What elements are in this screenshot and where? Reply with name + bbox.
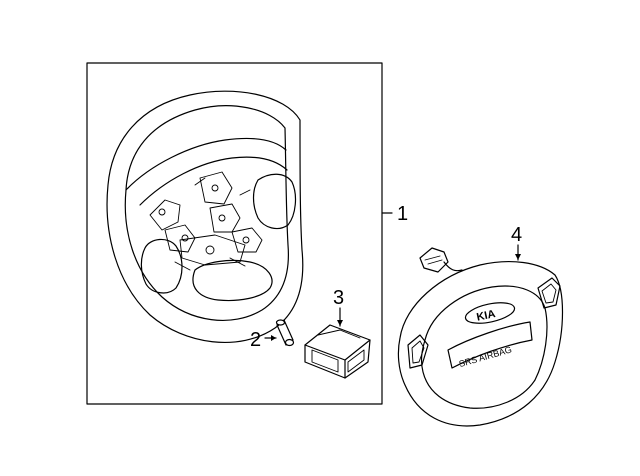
callout-4-arrow (515, 254, 521, 260)
callout-4-label: 4 (511, 224, 522, 246)
steering-wheel (106, 90, 304, 344)
callout-2-arrow (271, 335, 276, 341)
callout-3-label: 3 (333, 287, 344, 309)
callout-3-arrow (337, 320, 343, 326)
airbag-badge: KIA (475, 308, 496, 324)
airbag-srs-label: SRS AIRBAG (458, 344, 513, 369)
part-2-pin (275, 319, 295, 347)
callout-1-label: 1 (397, 203, 408, 225)
part-4-airbag-module: KIA SRS AIRBAG (397, 247, 564, 427)
callout-2-label: 2 (250, 329, 261, 351)
part-3-switch (304, 324, 371, 379)
assembly-frame (86, 62, 383, 405)
